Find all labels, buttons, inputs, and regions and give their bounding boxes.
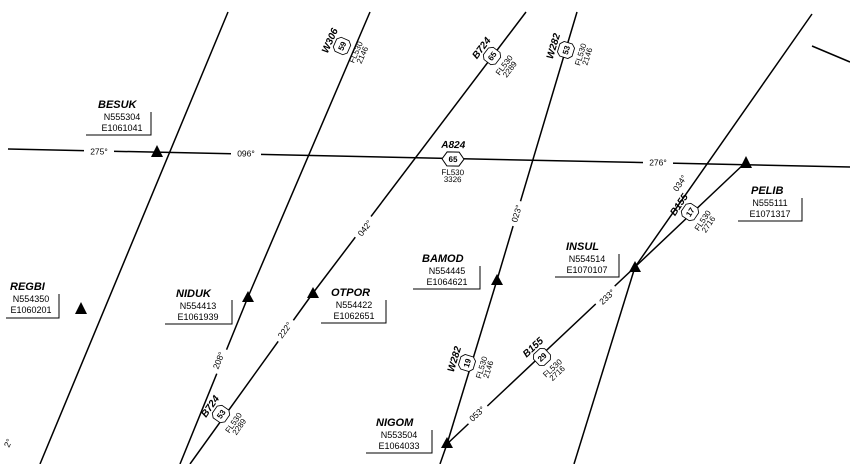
waypoint-lat: N554413 <box>180 301 217 311</box>
bearing-023: 023° <box>509 204 524 224</box>
waypoint-name: PELIB <box>751 185 783 197</box>
distance-hexagon-icon <box>211 404 231 424</box>
airway-level: FL530 <box>441 168 464 177</box>
airway-a824-label[interactable]: A824 65 FL530 3326 <box>440 140 466 184</box>
bamod-waypoint-icon[interactable] <box>491 274 503 285</box>
waypoint-lon: E1061041 <box>101 123 142 133</box>
waypoint-otpor-label[interactable]: OTPOR N554422 E1062651 <box>321 287 387 324</box>
waypoint-lon: E1071317 <box>749 209 790 219</box>
label-bracket <box>413 266 481 290</box>
waypoint-lat: N555304 <box>104 112 141 122</box>
waypoint-lat: N553504 <box>381 430 418 440</box>
label-bracket <box>165 300 233 325</box>
waypoint-name: OTPOR <box>331 287 370 299</box>
waypoint-lat: N554514 <box>569 254 606 264</box>
airway-name: A824 <box>440 140 466 151</box>
distance-hexagon-icon <box>533 348 551 366</box>
distance-hexagon-icon <box>441 151 465 167</box>
waypoint-name: NIDUK <box>176 288 212 300</box>
waypoint-lon: E1070107 <box>566 265 607 275</box>
airway-w282-top-label[interactable]: W282 53 FL530 2146 <box>545 32 596 71</box>
route-insul-south <box>573 266 636 464</box>
label-bracket <box>366 430 433 454</box>
waypoint-lon: E1060201 <box>10 305 51 315</box>
bearing-096: 096° <box>237 149 255 159</box>
bearing-208: 208° <box>211 350 227 370</box>
airway-labels: W306 59 FL530 2146 B724 65 FL530 2289 W2… <box>199 26 719 440</box>
label-bracket <box>321 300 387 324</box>
airway-distance: 53 <box>561 44 572 56</box>
waypoint-name: BAMOD <box>422 253 464 265</box>
waypoint-labels: BESUK N555304 E1061041 REGBI N554350 E10… <box>6 99 803 454</box>
route-w306-niduk <box>247 11 371 298</box>
distance-hexagon-icon <box>332 36 352 56</box>
route-b155-insul <box>634 13 813 268</box>
waypoint-lat: N554445 <box>429 266 466 276</box>
label-bracket <box>6 294 60 319</box>
waypoint-niduk-label[interactable]: NIDUK N554413 E1061939 <box>165 288 233 325</box>
route-niduk-bottom <box>179 296 249 464</box>
waypoint-lon: E1064621 <box>426 277 467 287</box>
pelib-waypoint-icon[interactable] <box>740 156 752 168</box>
route-besuk-regbi <box>39 11 229 464</box>
otpor-waypoint-icon[interactable] <box>307 287 319 298</box>
waypoint-name: REGBI <box>10 281 46 293</box>
waypoint-lon: E1061939 <box>177 312 218 322</box>
route-top-right-edge <box>811 45 850 63</box>
waypoint-bamod-label[interactable]: BAMOD N554445 E1064621 <box>413 253 481 290</box>
distance-hexagon-icon <box>680 202 700 222</box>
niduk-waypoint-icon[interactable] <box>242 291 254 302</box>
bearing-275: 275° <box>90 147 108 157</box>
waypoint-regbi-label[interactable]: REGBI N554350 E1060201 <box>6 281 60 319</box>
airway-b155-bottom-label[interactable]: B155 29 FL530 2716 <box>521 335 569 385</box>
airway-b724-bottom-label[interactable]: B724 53 FL530 2289 <box>199 394 250 440</box>
airway-w282-bottom-label[interactable]: W282 19 FL530 2146 <box>446 345 497 384</box>
waypoint-pelib-label[interactable]: PELIB N555111 E1071317 <box>738 185 803 222</box>
route-lines <box>7 11 850 464</box>
regbi-waypoint-icon[interactable] <box>75 302 87 314</box>
label-bracket <box>738 198 803 222</box>
route-a824 <box>7 148 850 168</box>
distance-hexagon-icon <box>457 353 477 373</box>
bearing-labels: 275° 096° 276° 034° 042° 023° 222° 208° … <box>2 147 691 449</box>
airway-distance: 65 <box>448 155 458 164</box>
bearing-edge-left: 2° <box>2 437 15 449</box>
insul-waypoint-icon[interactable] <box>629 261 641 272</box>
waypoint-lat: N554422 <box>336 300 373 310</box>
nigom-waypoint-icon[interactable] <box>441 437 453 448</box>
airway-b155-top-label[interactable]: B155 17 FL530 2716 <box>668 192 719 237</box>
waypoint-lon: E1062651 <box>333 311 374 321</box>
waypoint-besuk-label[interactable]: BESUK N555304 E1061041 <box>86 99 152 136</box>
airway-distance: 59 <box>337 40 349 52</box>
waypoint-name: NIGOM <box>376 417 414 429</box>
waypoint-nigom-label[interactable]: NIGOM N553504 E1064033 <box>366 417 433 454</box>
airway-altitude: 3326 <box>444 175 463 184</box>
waypoint-lat: N555111 <box>752 198 787 208</box>
distance-hexagon-icon <box>556 40 576 60</box>
label-bracket <box>555 254 620 278</box>
besuk-waypoint-icon[interactable] <box>151 145 163 157</box>
airway-distance: 19 <box>462 357 473 369</box>
distance-hexagon-icon <box>482 46 502 66</box>
waypoint-name: BESUK <box>98 99 138 111</box>
label-bracket <box>86 112 152 136</box>
waypoint-symbols <box>75 145 752 448</box>
waypoint-insul-label[interactable]: INSUL N554514 E1070107 <box>555 241 620 278</box>
waypoint-lat: N554350 <box>13 294 50 304</box>
airway-w306-label[interactable]: W306 59 FL530 2146 <box>320 26 372 69</box>
waypoint-name: INSUL <box>566 241 599 253</box>
waypoint-lon: E1064033 <box>378 441 419 451</box>
bearing-276: 276° <box>649 158 667 168</box>
